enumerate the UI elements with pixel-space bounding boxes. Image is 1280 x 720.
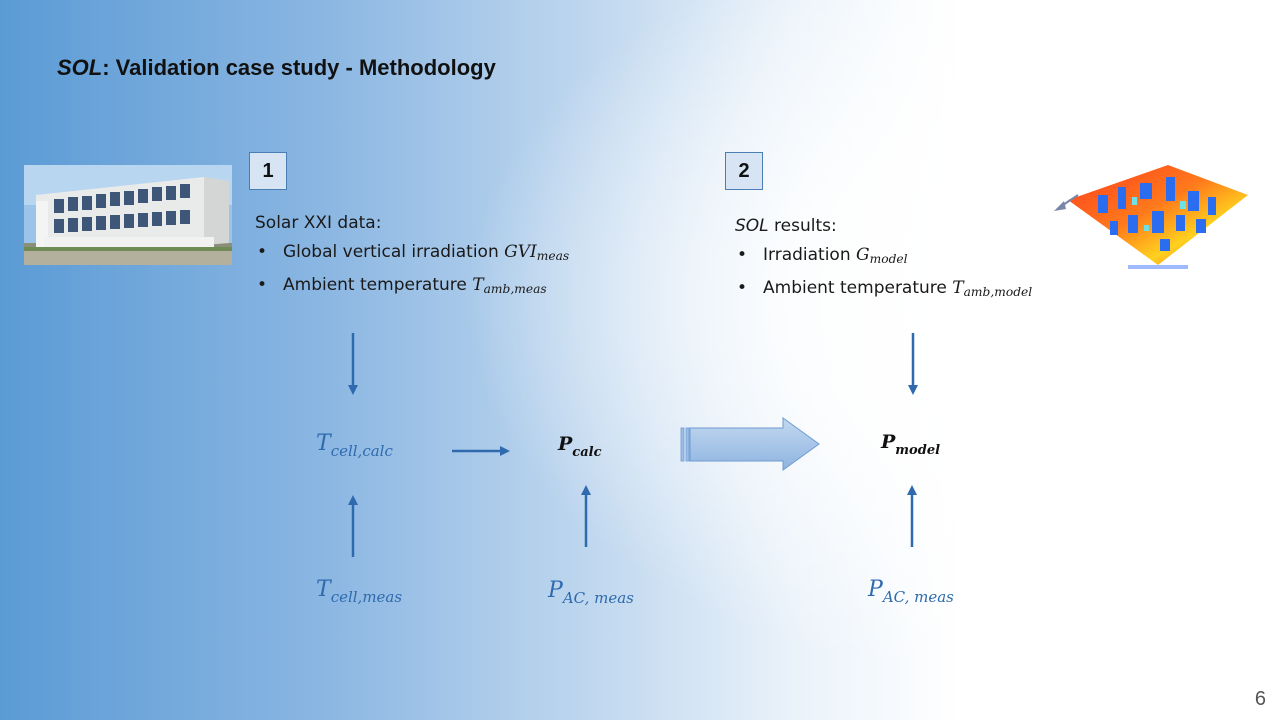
var-subscript: model	[895, 443, 941, 458]
item-symbol: GVI	[504, 242, 537, 262]
item-text: Global vertical irradiation	[283, 242, 505, 262]
page-number: 6	[1254, 688, 1266, 710]
var-symbol: P	[881, 431, 896, 453]
item-text: Irradiation	[763, 245, 857, 265]
big-arrow-calc-to-model	[680, 417, 820, 471]
item-symbol: G	[856, 245, 870, 265]
step-2-number: 2	[738, 159, 750, 182]
var-symbol: T	[316, 577, 331, 602]
step-2-box: 2	[725, 152, 763, 190]
list-item: Ambient temperature Tamb,model	[735, 274, 1032, 307]
item-text: Ambient temperature	[283, 275, 473, 296]
var-symbol: P	[558, 433, 573, 455]
city-model-image	[1048, 155, 1253, 273]
item-text: Ambient temperature	[763, 278, 953, 299]
item-subscript: meas	[536, 249, 570, 264]
step-1-list: Global vertical irradiation GVImeas Ambi…	[255, 238, 569, 304]
item-subscript: model	[869, 252, 908, 267]
title-text: : Validation case study - Methodology	[102, 55, 496, 80]
step-2-heading-text: results:	[768, 216, 837, 236]
t-cell-calc: Tcell,calc	[316, 431, 393, 460]
var-subscript: calc	[572, 445, 602, 460]
item-subscript: amb,model	[963, 285, 1033, 300]
var-subscript: AC, meas	[882, 588, 954, 606]
var-symbol: P	[548, 578, 563, 603]
item-subscript: amb,meas	[483, 282, 547, 297]
step-1-number: 1	[262, 159, 274, 182]
item-symbol: T	[952, 278, 964, 299]
step-2-text: SOL results: Irradiation Gmodel Ambient …	[735, 212, 1032, 307]
list-item: Global vertical irradiation GVImeas	[255, 238, 569, 271]
step-2-heading: SOL results:	[735, 212, 1032, 241]
p-ac-meas-left: PAC, meas	[548, 578, 634, 607]
var-symbol: T	[316, 431, 331, 456]
var-subscript: cell,meas	[330, 588, 403, 606]
title-emphasis: SOL	[57, 55, 103, 80]
p-model: Pmodel	[881, 431, 940, 458]
list-item: Irradiation Gmodel	[735, 241, 1032, 274]
step-1-heading: Solar XXI data:	[255, 213, 382, 233]
p-ac-meas-right: PAC, meas	[868, 577, 954, 606]
list-item: Ambient temperature Tamb,meas	[255, 271, 569, 304]
item-symbol: T	[472, 275, 484, 296]
var-subscript: cell,calc	[330, 442, 393, 460]
var-subscript: AC, meas	[562, 589, 634, 607]
step-1-box: 1	[249, 152, 287, 190]
building-photo	[24, 165, 232, 265]
p-calc: Pcalc	[558, 433, 602, 460]
var-symbol: P	[868, 577, 883, 602]
step-2-heading-emphasis: SOL	[735, 216, 769, 236]
step-2-list: Irradiation Gmodel Ambient temperature T…	[735, 241, 1032, 307]
t-cell-meas: Tcell,meas	[316, 577, 402, 606]
step-1-text: Solar XXI data: Global vertical irradiat…	[255, 209, 569, 304]
slide-title: SOL: Validation case study - Methodology	[57, 55, 496, 81]
